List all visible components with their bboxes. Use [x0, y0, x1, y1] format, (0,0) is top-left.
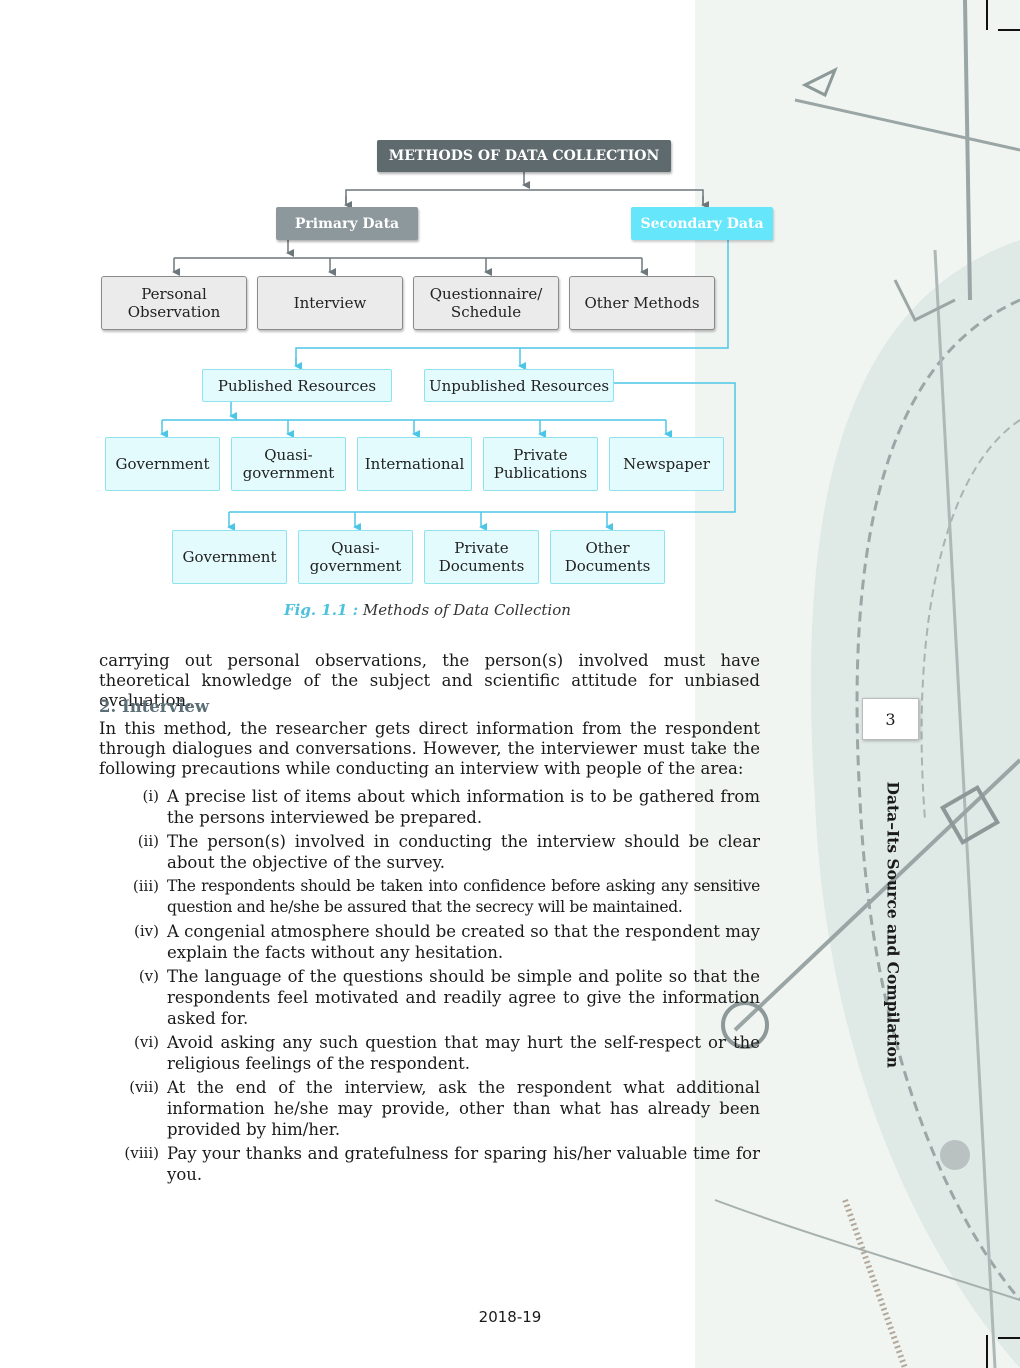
list-item-text: Pay your thanks and gratefulness for spa… — [167, 1144, 760, 1184]
list-item: (iv) A congenial atmosphere should be cre… — [99, 921, 760, 963]
list-item-number: (i) — [142, 787, 159, 805]
page-footer: 2018-19 — [478, 1308, 542, 1326]
running-head: Data–Its Source and Compilation — [883, 781, 903, 1069]
figure-caption-text: Methods of Data Collection — [362, 601, 571, 619]
list-item-text: Avoid asking any such question that may … — [167, 1033, 760, 1073]
list-item-number: (iv) — [134, 922, 159, 940]
precautions-list: (i) A precise list of items about which i… — [99, 786, 760, 1188]
list-item-number: (vii) — [129, 1078, 159, 1096]
list-item-number: (iii) — [132, 877, 159, 895]
list-item-text: A precise list of items about which info… — [167, 787, 760, 827]
margin-illustration — [695, 0, 1020, 1368]
intro-paragraph: carrying out personal observations, the … — [99, 651, 760, 710]
unpublished-quasi-government: Quasi- government — [298, 530, 413, 584]
list-item-number: (vi) — [134, 1033, 159, 1051]
list-item: (viii) Pay your thanks and gratefulness f… — [99, 1143, 760, 1185]
page-number: 3 — [862, 698, 919, 740]
list-item-text: A congenial atmosphere should be created… — [167, 922, 760, 962]
published-quasi-government: Quasi- government — [231, 437, 346, 491]
unpublished-other-documents: Other Documents — [550, 530, 665, 584]
published-resources-box: Published Resources — [202, 369, 392, 402]
list-item-text: The language of the questions should be … — [167, 967, 760, 1028]
diagram-root: METHODS OF DATA COLLECTION — [377, 140, 671, 172]
published-government: Government — [105, 437, 220, 491]
secondary-data-box: Secondary Data — [631, 207, 773, 240]
published-newspaper: Newspaper — [609, 437, 724, 491]
list-item-number: (ii) — [137, 832, 159, 850]
list-item: (vii) At the end of the interview, ask th… — [99, 1077, 760, 1140]
method-personal-observation: Personal Observation — [101, 276, 247, 330]
list-item-text: The person(s) involved in conducting the… — [167, 832, 760, 872]
published-private-publications: Private Publications — [483, 437, 598, 491]
interview-paragraph: In this method, the researcher gets dire… — [99, 719, 760, 778]
list-item: (v) The language of the questions should … — [99, 966, 760, 1029]
published-international: International — [357, 437, 472, 491]
unpublished-resources-box: Unpublished Resources — [424, 369, 614, 402]
list-item-number: (viii) — [124, 1144, 159, 1162]
list-item: (iii) The respondents should be taken int… — [99, 876, 760, 918]
list-item-text: The respondents should be taken into con… — [167, 877, 760, 916]
figure-label: Fig. 1.1 : — [284, 601, 359, 619]
method-interview: Interview — [257, 276, 403, 330]
list-item: (i) A precise list of items about which i… — [99, 786, 760, 828]
figure-caption: Fig. 1.1 : Methods of Data Collection — [284, 601, 571, 619]
list-item: (vi) Avoid asking any such question that … — [99, 1032, 760, 1074]
primary-data-box: Primary Data — [276, 207, 418, 240]
method-questionnaire: Questionnaire/ Schedule — [413, 276, 559, 330]
unpublished-private-documents: Private Documents — [424, 530, 539, 584]
list-item-number: (v) — [138, 967, 159, 985]
list-item: (ii) The person(s) involved in conducting… — [99, 831, 760, 873]
list-item-text: At the end of the interview, ask the res… — [167, 1078, 760, 1139]
section-heading-interview: 2. Interview — [99, 697, 210, 716]
unpublished-government: Government — [172, 530, 287, 584]
method-other: Other Methods — [569, 276, 715, 330]
